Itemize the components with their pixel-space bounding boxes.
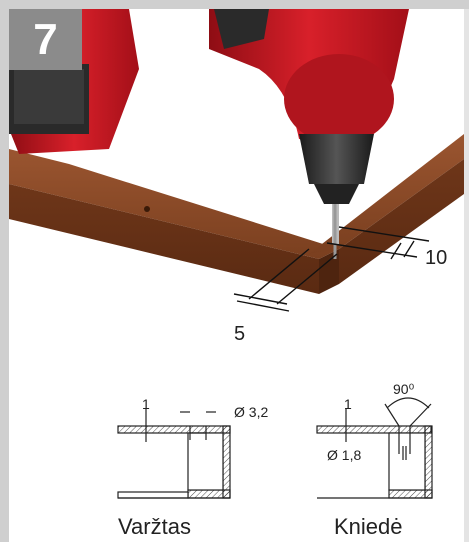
- assembly-illustration: [9, 9, 464, 312]
- rivet-thickness-label: 1: [344, 396, 352, 412]
- wooden-frame-icon: [9, 134, 464, 294]
- screw-caption: Varžtas: [118, 514, 191, 539]
- rivet-section-icon: [316, 397, 433, 499]
- frame-right: [464, 9, 469, 542]
- screw-section-icon: [117, 408, 231, 499]
- dimension-5-label: 5: [234, 323, 246, 345]
- step-number-badge: 7: [9, 9, 82, 70]
- dimension-10-label: 10: [425, 247, 448, 269]
- screw-thickness-label: 1: [142, 396, 150, 412]
- measure-lines: [233, 226, 430, 312]
- screw-hole-label: Ø 3,2: [234, 404, 269, 420]
- rivet-hole-label: Ø 1,8: [327, 447, 362, 463]
- frame-top: [0, 0, 469, 9]
- frame-left: [0, 0, 9, 542]
- rivet-caption: Kniedė: [334, 514, 403, 539]
- drill-icon: [9, 9, 409, 259]
- rivet-angle-label: 90⁰: [393, 381, 415, 397]
